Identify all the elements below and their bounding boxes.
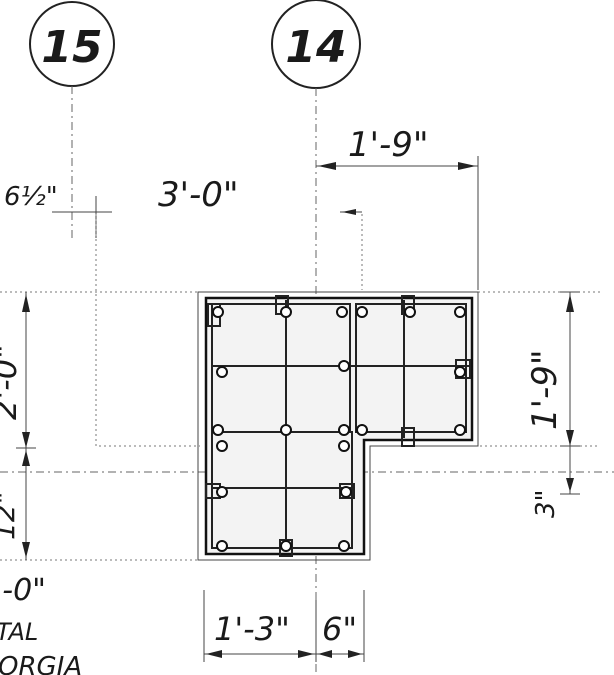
dim-label-bottom-1-3: 1'-3" xyxy=(214,610,290,648)
grid-label-14: 14 xyxy=(285,22,346,73)
dimension-left-2-0: 2'-0" 12" xyxy=(0,292,36,560)
dim-label-top-1-9: 1'-9" xyxy=(348,125,429,165)
partial-text-line-1: '-0" xyxy=(0,573,46,608)
dim-label-left-2-0: 2'-0" xyxy=(0,344,24,420)
dim-label-left-12: 12" xyxy=(0,491,21,540)
dimension-top-1-9: 1'-9" xyxy=(316,125,479,290)
reinforcing-bars xyxy=(212,306,466,552)
dim-label-6-half: 6½" xyxy=(4,182,58,212)
column-section xyxy=(204,296,474,556)
dim-label-right-3: 3" xyxy=(531,489,561,518)
footing-outline-left xyxy=(95,214,200,447)
column-outline-outer xyxy=(197,291,479,561)
grid-label-15: 15 xyxy=(41,22,102,73)
dimension-offset-6-half: 6½" xyxy=(4,182,112,238)
grid-bubble-15: 15 xyxy=(29,1,115,87)
partial-text-line-2: TAL xyxy=(0,618,38,646)
dimension-span-3-0: 3'-0" xyxy=(158,175,362,215)
dim-label-3-0: 3'-0" xyxy=(158,175,239,215)
dimension-bottom: 1'-3" 6" xyxy=(203,590,365,662)
dimension-right-3: 3" xyxy=(531,478,580,518)
dim-label-bottom-6: 6" xyxy=(322,610,357,648)
tie-upper-right xyxy=(355,303,467,433)
dimension-right-1-9: 1'-9" xyxy=(525,291,580,494)
grid-bubble-14: 14 xyxy=(271,0,361,89)
dim-label-right-1-9: 1'-9" xyxy=(525,349,565,430)
partial-text-line-3: ORGIA xyxy=(0,652,82,675)
